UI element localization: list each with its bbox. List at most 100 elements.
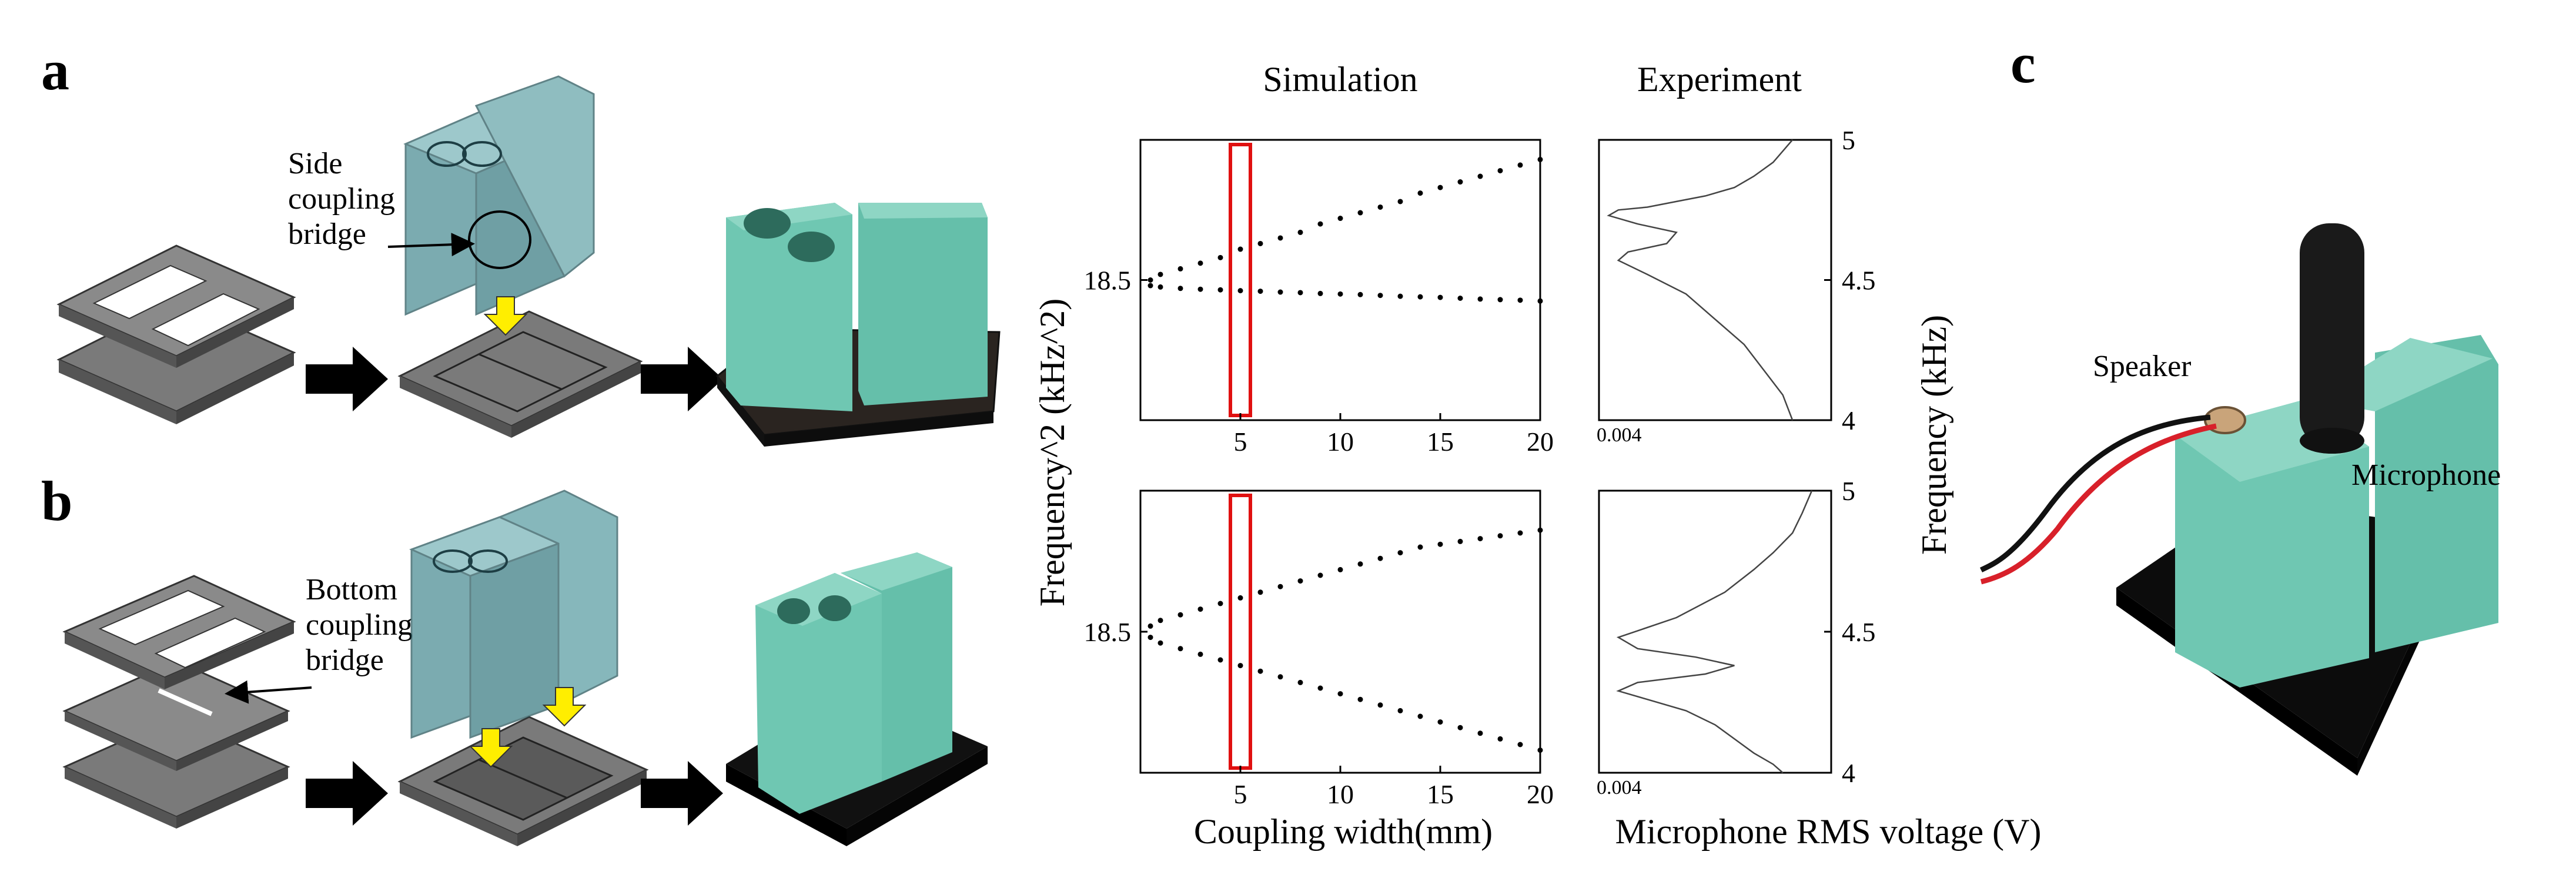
experiment-column-title: Experiment [1637,60,1802,99]
data-point [1217,254,1223,260]
data-point [1217,287,1223,293]
panel-label-c: c [2010,32,2036,95]
data-point [1297,229,1303,235]
exp-y-axis-title: Frequency (kHz) [1915,315,1953,555]
y-tick-label: 18.5 [1084,617,1132,647]
data-point [1417,544,1423,550]
yellow-down-arrow-icon [542,687,587,727]
side-bridge-label-1: Side [288,147,342,180]
data-point [1237,288,1243,294]
data-point [1437,541,1443,547]
bottom-bridge-label-2: coupling [306,608,413,642]
data-point [1397,550,1403,556]
yellow-down-arrow-icon [469,728,513,768]
data-point [1537,298,1543,304]
simulation-column-title: Simulation [1263,60,1417,99]
data-point [1257,668,1263,674]
data-point [1537,156,1543,162]
data-point [1257,289,1263,294]
plot-frame [1139,139,1541,421]
data-point [1157,640,1163,646]
data-point [1157,284,1163,290]
response-curve [1607,139,1794,421]
data-point [1437,294,1443,300]
black-right-arrow-icon [641,347,723,411]
x-tick-label: 5 [1234,779,1247,809]
data-point [1277,584,1283,589]
panel-b-plates [62,575,312,829]
data-point [1148,623,1153,629]
x-tick-label: 5 [1234,427,1247,457]
data-point [1457,179,1463,185]
y-tick-label: 4.5 [1842,266,1876,296]
x-tick-label: 20 [1527,779,1554,809]
data-point [1517,530,1523,536]
speaker-label: Speaker [2093,350,2191,383]
data-point [1197,260,1203,266]
data-point [1537,747,1543,753]
data-point [1477,730,1483,736]
data-point [1377,293,1383,299]
y-tick-label: 5 [1842,476,1855,506]
data-point [1457,538,1463,544]
data-point [1277,289,1283,295]
data-point [1217,657,1223,663]
x-tick-label: 0.004 [1597,777,1642,799]
data-point [1197,606,1203,612]
side-bridge-label-2: coupling [288,182,395,216]
data-point [1517,162,1523,168]
panel-label-b: b [41,470,72,532]
data-point [1417,713,1423,719]
data-point [1148,277,1153,283]
x-tick-label: 15 [1427,427,1454,457]
y-tick-label: 5 [1842,125,1855,155]
data-point [1177,286,1183,291]
x-tick-label: 0.004 [1597,424,1642,446]
y-tick-label: 18.5 [1084,266,1132,296]
panel-a-assembly-step [387,75,643,438]
data-point [1497,736,1503,742]
data-point [1317,685,1323,691]
data-point [1417,294,1423,300]
data-point [1197,286,1203,292]
panel-b-photo [726,552,988,846]
data-point [1277,674,1283,680]
panel-label-a: a [41,39,69,102]
data-point [1277,235,1283,241]
data-point [1497,533,1503,539]
response-curve [1616,490,1813,773]
data-point [1237,663,1243,669]
data-point [1377,702,1383,708]
side-bridge-label-3: bridge [288,217,366,251]
data-point [1257,589,1263,595]
data-point [1357,696,1363,702]
data-point [1477,296,1483,302]
data-point [1397,293,1403,299]
data-point [1217,601,1223,606]
data-point [1177,646,1183,652]
data-point [1517,297,1523,303]
data-point [1477,173,1483,179]
data-point [1537,527,1543,533]
black-right-arrow-icon [306,347,388,411]
data-point [1437,185,1443,190]
data-point [1337,216,1343,222]
data-point [1377,555,1383,561]
data-point [1397,199,1403,204]
black-right-arrow-icon [306,761,388,826]
data-point [1477,536,1483,542]
data-point [1297,578,1303,584]
black-right-arrow-icon [641,761,723,826]
experiment-top-chart: 5 4.5 4 0.004 [1597,125,1876,446]
data-point [1397,708,1403,713]
y-tick-label: 4 [1842,405,1855,435]
data-point [1257,240,1263,246]
bottom-bridge-label-1: Bottom [306,573,397,606]
panel-c-photo [1979,223,2498,776]
data-point [1157,618,1163,623]
data-point [1317,572,1323,578]
data-point [1148,283,1153,289]
data-point [1237,246,1243,252]
